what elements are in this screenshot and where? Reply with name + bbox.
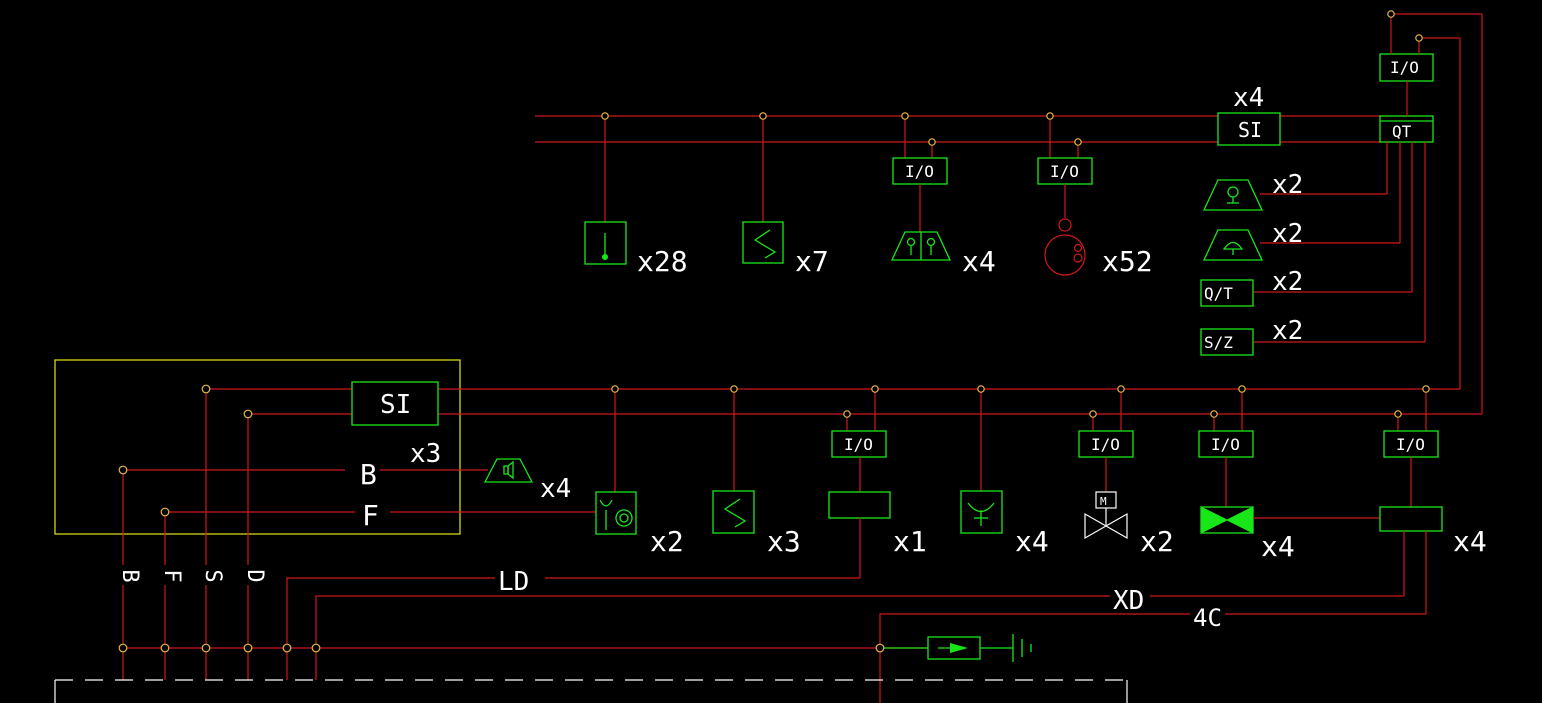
svg-text:x3: x3 bbox=[410, 439, 441, 469]
sprinkler-branch: x4 bbox=[960, 389, 1049, 558]
b-line-label: B bbox=[360, 458, 377, 491]
control-box bbox=[828, 491, 891, 519]
svg-text:SI: SI bbox=[380, 390, 411, 420]
f-trunk-label: F bbox=[159, 569, 184, 582]
xd-label: XD bbox=[1113, 586, 1144, 616]
svg-text:x2: x2 bbox=[1272, 267, 1303, 297]
si-module-top bbox=[1217, 112, 1281, 146]
heat-detector-icon bbox=[712, 490, 755, 534]
svg-text:I/O: I/O bbox=[1396, 435, 1425, 454]
smoke-detector-icon bbox=[584, 221, 627, 265]
io-branch-1: I/O x4 bbox=[890, 116, 996, 278]
svg-text:x2: x2 bbox=[1272, 316, 1303, 346]
s-trunk-label: S bbox=[200, 569, 225, 582]
speaker-icon bbox=[483, 458, 534, 483]
svg-text:x2: x2 bbox=[1140, 525, 1174, 558]
heat-detector-branch: x7 bbox=[742, 116, 829, 278]
svg-text:Q/T: Q/T bbox=[1204, 284, 1233, 303]
svg-text:x4: x4 bbox=[540, 474, 571, 504]
bottom-frame bbox=[54, 679, 1128, 703]
top-bus bbox=[535, 115, 1382, 143]
lower-bus: SI B x3 F bbox=[123, 381, 1482, 532]
svg-text:x4: x4 bbox=[1453, 525, 1487, 558]
svg-text:S/Z: S/Z bbox=[1204, 333, 1233, 352]
io-module-lower-1 bbox=[831, 430, 887, 458]
sounder-icon bbox=[1044, 234, 1086, 276]
si-top-count: x4 bbox=[1233, 83, 1264, 113]
ground-device bbox=[882, 634, 1032, 662]
damper-box bbox=[1379, 506, 1443, 532]
svg-text:I/O: I/O bbox=[1390, 58, 1419, 77]
svg-text:x1: x1 bbox=[893, 525, 927, 558]
smoke-detector-count: x28 bbox=[637, 245, 688, 278]
heat-branch-lower: x3 bbox=[712, 389, 801, 558]
si-module-lower bbox=[351, 381, 439, 426]
hydrant-button-icon bbox=[890, 231, 952, 261]
hydrant-button-count: x4 bbox=[962, 245, 996, 278]
fireman-phone-branch: x2 bbox=[595, 389, 684, 558]
io-branch-lower-2: I/O M x2 bbox=[1078, 389, 1174, 558]
io-label: I/O bbox=[905, 162, 934, 181]
ld-label: LD bbox=[498, 567, 529, 597]
svg-text:x3: x3 bbox=[767, 525, 801, 558]
qt-switch-box bbox=[1200, 279, 1254, 307]
svg-text:x4: x4 bbox=[1015, 525, 1049, 558]
sounder-count: x52 bbox=[1102, 245, 1153, 278]
io-label: I/O bbox=[1050, 162, 1079, 181]
io-branch-2: I/O x52 bbox=[1037, 116, 1153, 278]
io-branch-lower-4: I/O x4 bbox=[1379, 389, 1487, 614]
speaker-device: x4 bbox=[483, 458, 571, 504]
control-panel-frame bbox=[54, 359, 461, 535]
svg-text:I/O: I/O bbox=[1091, 435, 1120, 454]
svg-text:x2: x2 bbox=[650, 525, 684, 558]
phone-icon bbox=[595, 491, 637, 535]
siren-icon bbox=[1202, 179, 1264, 211]
d-trunk-label: D bbox=[242, 569, 267, 582]
si-top: SI x4 bbox=[1217, 83, 1281, 146]
junction-nodes bbox=[118, 10, 1430, 653]
io-branch-lower-3: I/O x4 bbox=[1198, 389, 1380, 563]
svg-text:QT: QT bbox=[1392, 122, 1412, 141]
4c-label: 4C bbox=[1193, 604, 1222, 632]
smoke-detector-branch: x28 bbox=[584, 116, 688, 278]
io-branch-lower-1: I/O x1 bbox=[828, 389, 927, 578]
sz-switch-box bbox=[1200, 328, 1254, 356]
qt-stack: I/O QT x2 x2 Q/T x2 S/Z x2 bbox=[1200, 13, 1483, 414]
svg-text:x2: x2 bbox=[1272, 219, 1303, 249]
bell-icon bbox=[1202, 229, 1264, 261]
f-line-label: F bbox=[362, 499, 379, 532]
svg-text:SI: SI bbox=[1238, 118, 1262, 142]
svg-text:x4: x4 bbox=[1261, 530, 1295, 563]
heat-detector-count: x7 bbox=[795, 245, 829, 278]
svg-text:x2: x2 bbox=[1272, 170, 1303, 200]
svg-text:I/O: I/O bbox=[844, 435, 873, 454]
b-trunk-label: B bbox=[117, 569, 142, 582]
heat-detector-icon bbox=[742, 221, 784, 264]
svg-text:M: M bbox=[1100, 495, 1107, 508]
sprinkler-icon bbox=[960, 490, 1003, 534]
svg-text:I/O: I/O bbox=[1211, 435, 1240, 454]
